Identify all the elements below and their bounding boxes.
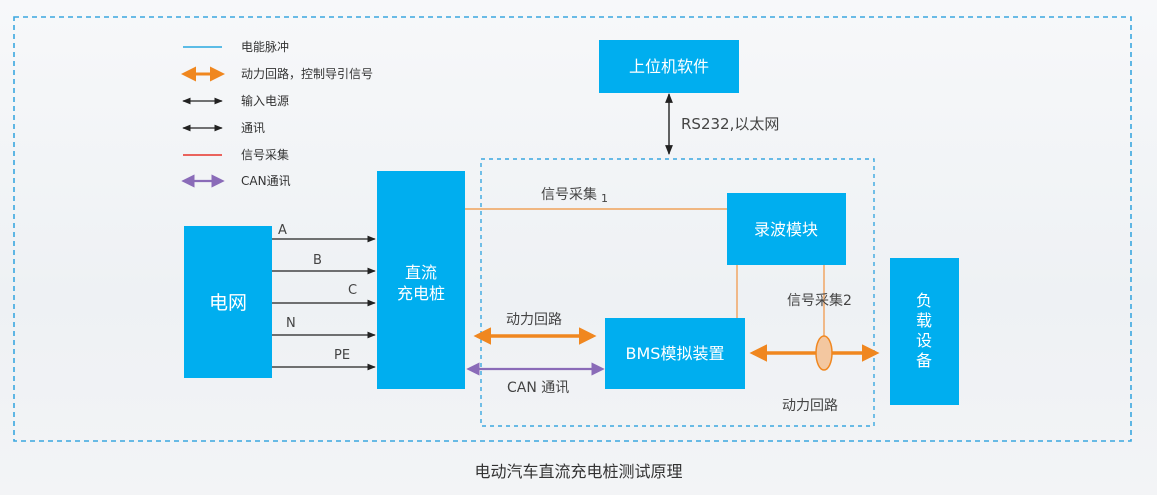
outer-dashed-frame [13, 16, 1132, 442]
power-loop-left-label: 动力回路 [506, 312, 562, 328]
diagram-caption: 电动汽车直流充电桩测试原理 [474, 462, 683, 481]
grid-box [184, 226, 272, 378]
signal-label-2: 信号采集2 [787, 292, 852, 309]
legend-label-power-loop: 动力回路，控制导引信号 [241, 66, 373, 81]
phase-label-b: B [313, 253, 322, 268]
recorder-box [727, 193, 846, 265]
legend-label-signal-collect: 信号采集 [241, 147, 289, 162]
rs232-label: RS232,以太网 [681, 115, 779, 133]
host-software-box [599, 40, 739, 93]
charger-box [377, 171, 465, 389]
phase-lines: A B C N PE [272, 223, 376, 371]
legend: 电能脉冲 动力回路，控制导引信号 输入电源 通讯 信号采集 CAN通讯 [181, 39, 373, 188]
host-software-label: 上位机软件 [629, 57, 709, 76]
legend-label-input-power: 输入电源 [241, 93, 289, 108]
load-device-label-2: 载 [916, 311, 932, 330]
current-sensor [815, 335, 833, 371]
can-label: CAN 通讯 [507, 380, 569, 396]
load-device-label-3: 设 [916, 331, 932, 350]
phase-label-a: A [278, 223, 287, 238]
grid-box-label: 电网 [209, 292, 247, 314]
signal-label-1-sub: 1 [601, 192, 608, 205]
power-loop-right-label: 动力回路 [782, 398, 838, 414]
recorder-label: 录波模块 [754, 220, 818, 239]
charger-box-label-1: 直流 [405, 263, 437, 282]
load-device-label-4: 备 [916, 351, 932, 370]
signal-label-1: 信号采集 1 [541, 186, 608, 205]
bms-simulator-box [605, 318, 745, 389]
bms-simulator-label: BMS模拟装置 [626, 344, 725, 363]
phase-label-n: N [286, 316, 296, 331]
phase-label-pe: PE [334, 348, 350, 363]
signal-label-1-text: 信号采集 [541, 186, 597, 203]
load-device-label-1: 负 [916, 291, 932, 310]
inner-dashed-frame [480, 158, 875, 427]
charger-box-label-2: 充电桩 [397, 284, 445, 303]
legend-label-can: CAN通讯 [241, 174, 291, 188]
phase-label-c: C [348, 283, 357, 298]
load-device-box [890, 258, 959, 405]
legend-label-energy-pulse: 电能脉冲 [241, 39, 289, 54]
legend-label-communication: 通讯 [241, 121, 265, 135]
